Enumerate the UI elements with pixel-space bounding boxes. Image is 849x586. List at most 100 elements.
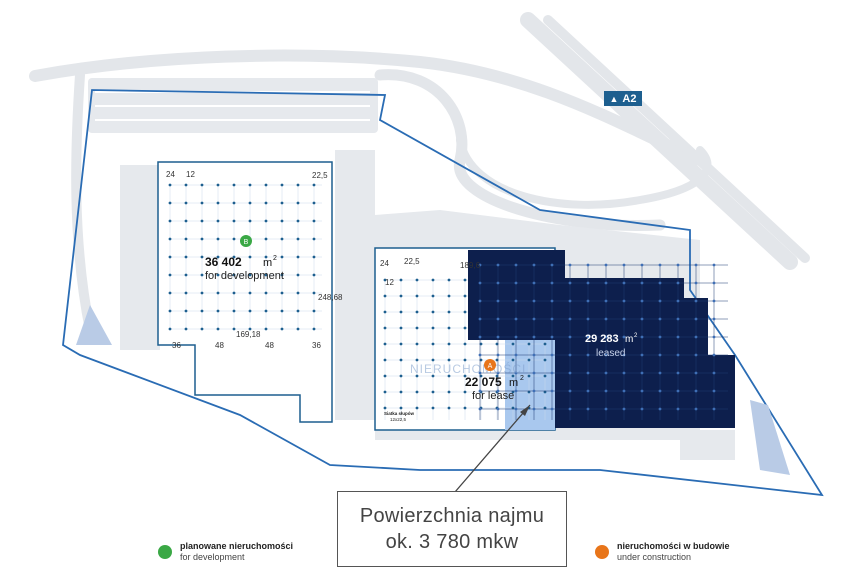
column-dot bbox=[514, 389, 518, 393]
column-dot bbox=[431, 278, 435, 282]
column-dot bbox=[280, 237, 284, 241]
motorway-a bbox=[520, 12, 798, 270]
column-dot bbox=[415, 326, 419, 330]
column-dot bbox=[640, 335, 644, 339]
column-dot bbox=[568, 407, 572, 411]
column-dot bbox=[543, 390, 547, 394]
column-dot bbox=[712, 299, 716, 303]
column-dot bbox=[168, 273, 172, 277]
column-dot bbox=[496, 281, 500, 285]
column-dot bbox=[184, 237, 188, 241]
column-dot bbox=[383, 326, 387, 330]
column-dot bbox=[168, 327, 172, 331]
column-dot bbox=[232, 291, 236, 295]
column-dot bbox=[496, 407, 500, 411]
column-dot bbox=[216, 327, 220, 331]
column-dot bbox=[550, 353, 554, 357]
column-dot bbox=[184, 201, 188, 205]
column-dot bbox=[622, 317, 626, 321]
column-dot bbox=[496, 371, 500, 375]
column-dot bbox=[463, 358, 467, 362]
column-dot bbox=[527, 358, 531, 362]
column-dot bbox=[586, 317, 590, 321]
column-dot bbox=[399, 310, 403, 314]
column-dot bbox=[640, 389, 644, 393]
column-dot bbox=[383, 390, 387, 394]
column-dot bbox=[640, 353, 644, 357]
motorway-sign: ▲ A2 bbox=[604, 91, 642, 106]
column-dot bbox=[296, 309, 300, 313]
column-dot bbox=[447, 406, 451, 410]
column-dot bbox=[568, 317, 572, 321]
column-dot bbox=[543, 374, 547, 378]
column-dot bbox=[496, 317, 500, 321]
column-dot bbox=[478, 353, 482, 357]
column-dot bbox=[312, 237, 316, 241]
column-dot bbox=[568, 371, 572, 375]
leased-unit: m bbox=[625, 334, 633, 345]
column-dot bbox=[604, 281, 608, 285]
column-dot bbox=[658, 389, 662, 393]
column-dot bbox=[280, 255, 284, 259]
callout-pointer bbox=[454, 404, 531, 493]
column-dot bbox=[431, 374, 435, 378]
column-dot bbox=[658, 335, 662, 339]
column-dot bbox=[431, 294, 435, 298]
column-dot bbox=[200, 183, 204, 187]
column-dot bbox=[447, 294, 451, 298]
column-dot bbox=[168, 309, 172, 313]
column-dot bbox=[296, 291, 300, 295]
column-dot bbox=[447, 374, 451, 378]
column-dot bbox=[478, 281, 482, 285]
column-dot bbox=[694, 299, 698, 303]
dim-a-top2: 22,5 bbox=[404, 257, 420, 266]
column-dot bbox=[478, 389, 482, 393]
column-dot bbox=[511, 390, 515, 394]
column-dot bbox=[168, 219, 172, 223]
column-dot bbox=[264, 183, 268, 187]
column-dot bbox=[550, 317, 554, 321]
column-dot bbox=[200, 327, 204, 331]
legend-planned-subtitle: for development bbox=[180, 552, 245, 562]
column-dot bbox=[216, 273, 220, 277]
column-dot bbox=[586, 371, 590, 375]
column-dot bbox=[478, 407, 482, 411]
column-dot bbox=[431, 358, 435, 362]
loop-road bbox=[374, 69, 666, 232]
column-dot bbox=[280, 219, 284, 223]
column-dot bbox=[200, 273, 204, 277]
column-dot bbox=[527, 342, 531, 346]
column-dot bbox=[658, 353, 662, 357]
green-area-right bbox=[750, 400, 790, 475]
column-dot bbox=[248, 255, 252, 259]
dim-b-b1: 36 bbox=[172, 341, 181, 350]
column-dot bbox=[200, 201, 204, 205]
column-dot bbox=[550, 281, 554, 285]
column-dot bbox=[712, 353, 716, 357]
column-dot bbox=[496, 299, 500, 303]
column-dot bbox=[232, 327, 236, 331]
column-dot bbox=[280, 291, 284, 295]
column-dot bbox=[463, 374, 467, 378]
column-dot bbox=[184, 255, 188, 259]
dim-b-b2: 48 bbox=[215, 341, 224, 350]
column-dot bbox=[712, 407, 716, 411]
column-dot bbox=[496, 335, 500, 339]
column-dot bbox=[200, 291, 204, 295]
column-dot bbox=[543, 342, 547, 346]
column-dot bbox=[532, 371, 536, 375]
legend-construction: nieruchomości w budowie under constructi… bbox=[595, 541, 730, 563]
column-dot bbox=[280, 309, 284, 313]
column-dot bbox=[232, 273, 236, 277]
column-dot bbox=[495, 374, 499, 378]
column-dot bbox=[184, 291, 188, 295]
marker-b-label: B bbox=[244, 239, 249, 246]
column-dot bbox=[312, 201, 316, 205]
column-dot bbox=[296, 237, 300, 241]
column-dot bbox=[586, 335, 590, 339]
column-dot bbox=[514, 281, 518, 285]
column-dot bbox=[200, 255, 204, 259]
dim-b-top1: 24 bbox=[166, 170, 175, 179]
column-dot bbox=[640, 371, 644, 375]
